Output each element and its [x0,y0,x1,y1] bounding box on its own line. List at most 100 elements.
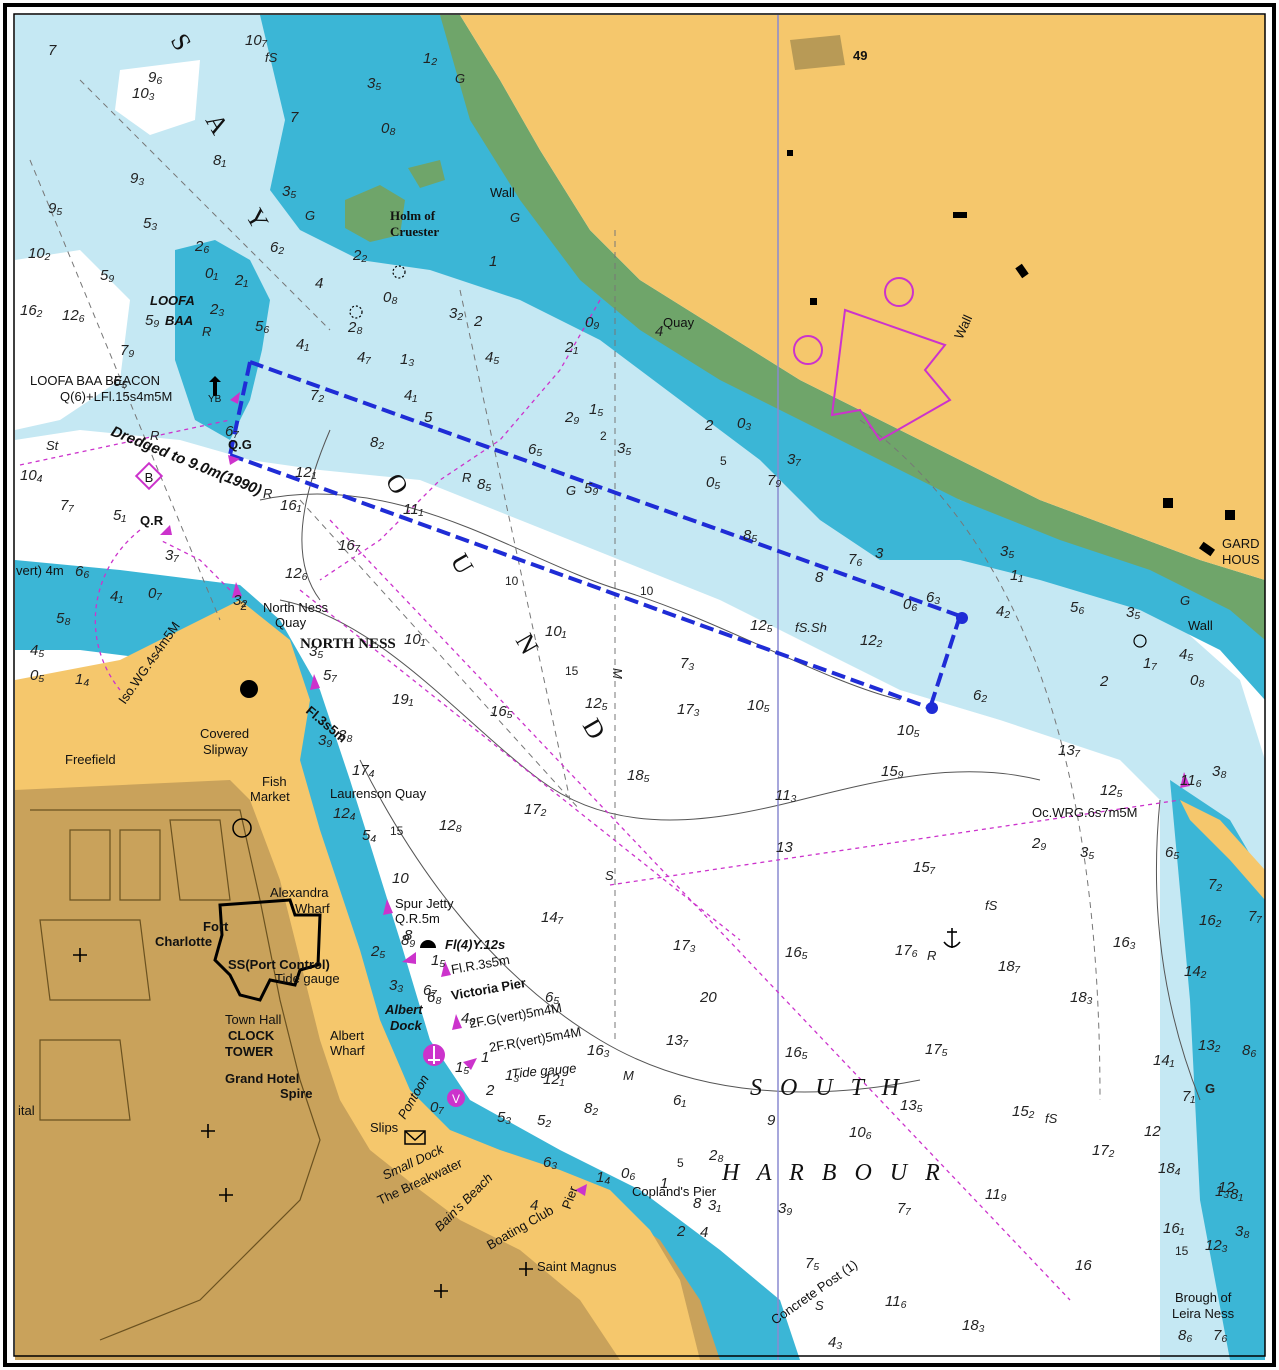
route-waypoints[interactable] [926,612,968,714]
depth-sounding: 12₅ [750,617,773,634]
place-loofa-baa: LOOFA [150,293,195,308]
place-north-ness-quay: Quay [275,615,307,630]
route-waypoint[interactable] [926,702,938,714]
depth-sounding: 6₃ [543,1154,557,1171]
seabed-fs-sh: fS.Sh [795,620,827,635]
depth-sounding: 7₉ [767,472,781,489]
south-harbour-label-2: H A R B O U R [721,1160,946,1186]
depth-sounding: 10 [392,870,409,887]
depth-sounding: 0₆ [903,596,917,613]
harbour-office-icon [404,1130,426,1145]
church-icons [73,948,533,1298]
depth-sounding: 5₉ [584,480,598,497]
depth-sounding: 14₁ [1153,1052,1175,1069]
depth-sounding: 10₅ [747,697,770,714]
depth-sounding: 16₅ [785,944,808,961]
depth-sounding: 17₃ [673,937,696,954]
depth-sounding: 4 [700,1224,708,1241]
depth-sounding: 8 [693,1195,702,1212]
depth-contours [259,429,1201,1101]
depth-sounding: 1₅ [589,401,603,418]
chart-frame [3,3,1276,1367]
depth-sounding: 12₁ [543,1071,565,1088]
intertidal-north [440,15,1265,640]
place-tide-gauge: Tide gauge [275,971,340,986]
depth-sounding: 3₅ [282,183,296,200]
contour-label: 15 [565,664,579,678]
depth-sounding: 7₆ [1213,1327,1227,1344]
depth-sounding: 19₁ [392,691,414,708]
depth-sounding: 6₂ [973,687,987,704]
seabed-fs: fS [985,898,998,913]
depth-sounding: 18₃ [962,1317,985,1334]
depth-sounding: 10₂ [28,245,51,262]
depth-sounding: 5 [424,409,433,426]
depth-sounding: 1₃ [1215,1183,1229,1200]
light-qr: Q.R [140,513,164,528]
place-clock-tower: CLOCK [228,1028,275,1043]
depth-sounding: 10₄ [20,467,43,484]
depth-sounding: 13 [776,839,793,856]
depth-sounding: 8₅ [743,527,757,544]
depth-sounding: 3₈ [1235,1223,1250,1240]
depth-sounding: 16₅ [490,703,513,720]
depth-sounding: 7₆ [848,551,862,568]
place-ital: ital [18,1103,35,1118]
depth-sounding: 16₅ [785,1044,808,1061]
depth-sounding: 9₃ [130,170,144,187]
depth-sounding: 0₅ [30,667,44,684]
place-albert-wharf: Albert [330,1028,364,1043]
seabed-r: R [263,486,272,501]
contour-label: 5 [720,454,727,468]
depth-sounding: 7 [48,42,57,59]
depth-sounding: 4₂ [996,603,1010,620]
light-yb: YB [208,394,222,405]
depth-sounding: 5₆ [1070,599,1084,616]
contour-label: 10 [640,584,654,598]
depth-sounding: 12₆ [62,307,85,324]
route-waypoint[interactable] [956,612,968,624]
depth-sounding: 16₃ [587,1042,610,1059]
depth-sounding: 5₂ [537,1112,551,1129]
depth-sounding: 0₈ [383,289,398,306]
depth-sounding: 6₅ [1165,844,1179,861]
depth-sounding: 17₂ [524,801,547,818]
dredged-area-boundary[interactable] [228,360,962,710]
depth-sounding: 4 [315,275,323,292]
depth-sounding: 8₅ [477,476,491,493]
place-covered-slipway: Slipway [203,742,248,757]
depth-sounding: 12₁ [295,464,317,481]
depth-sounding: 11₆ [1180,772,1202,789]
depth-sounding: 7 [290,109,299,126]
depth-sounding: 6₃ [926,589,940,606]
depth-sounding: 4₁ [110,588,123,605]
place-grand-hotel: Grand Hotel [225,1071,299,1086]
place-north-ness: NORTH NESS [300,636,396,652]
depth-sounding: 12₅ [585,695,608,712]
depth-sounding: 3₉ [318,732,332,749]
depth-sounding: 3₅ [1000,543,1014,560]
anchor-icon [943,928,961,948]
magenta-limits [19,299,1181,1301]
place-wall: Wall [1188,618,1213,633]
land-east-point [1180,800,1265,900]
buildings-north [787,150,1235,557]
depth-sounding: 6₅ [528,441,542,458]
depth-sounding: 5₉ [100,267,114,284]
quarry-patch [790,35,845,70]
depth-sounding: 0₁ [205,265,218,282]
depth-sounding: 12₃ [1205,1237,1228,1254]
place-fort-charlotte: Charlotte [155,934,212,949]
seabed-g: G [305,208,315,223]
depth-sounding: 0₉ [585,314,599,331]
depth-sounding: 17₃ [677,701,700,718]
light-flare-icon [402,952,416,964]
depth-sounding: 17₂ [1092,1142,1115,1159]
depth-sounding: 3₅ [309,643,323,660]
seabed-g: G [1180,593,1190,608]
depth-sounding: 11₃ [775,787,797,804]
seabed-fs: fS [1045,1111,1058,1126]
depth-sounding: 7₇ [60,497,74,514]
